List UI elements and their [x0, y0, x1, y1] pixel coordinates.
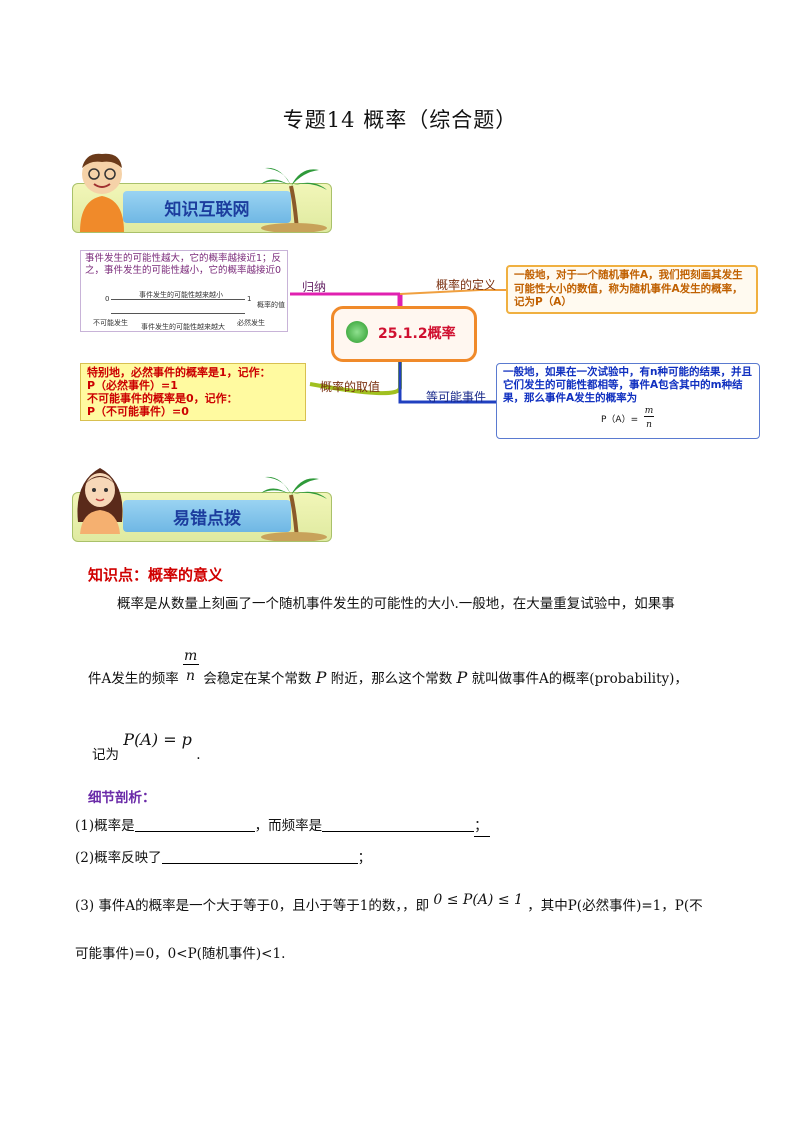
branch-equal-label: 等可能事件: [426, 390, 487, 404]
left-top-node: 事件发生的可能性越大，它的概率越接近1；反之，事件发生的可能性越小，它的概率越接…: [80, 250, 288, 332]
item1-part-c: ；: [474, 816, 491, 837]
certain-label: 必然发生: [237, 319, 265, 327]
item-3-continued: 可能事件)=0，0<P(随机事件)<1.: [75, 946, 286, 962]
para3-end: .: [196, 747, 201, 763]
equal-formula-left: P（A）=: [601, 415, 639, 425]
fraction-numerator: m: [184, 648, 198, 664]
para2-part-a: 件A发生的频率: [88, 671, 179, 687]
boy-cartoon-icon: [80, 153, 124, 232]
center-label: 25.1.2概率: [378, 326, 456, 342]
values-line-3: 不可能事件的概率是0，记作：: [87, 392, 238, 405]
fraction-denominator: n: [186, 668, 196, 684]
item-1: (1)概率是 ，而频率是 ；: [75, 816, 491, 837]
item-3: (3) 事件A的概率是一个大于等于0，且小于等于1的数，，即 0 ≤ P(A) …: [75, 892, 703, 916]
scale-line-bottom: [111, 313, 245, 314]
branch-values-label: 概率的取值: [320, 380, 381, 394]
definition-text: 一般地，对于一个随机事件A，我们把刻画其发生可能性大小的数值，称为随机事件A发生…: [514, 269, 743, 308]
equal-formula-den: n: [646, 420, 652, 430]
scale-top-label: 事件发生的可能性越来越小: [139, 291, 223, 299]
frequency-fraction: m n: [183, 648, 200, 688]
definition-node: 一般地，对于一个随机事件A，我们把刻画其发生可能性大小的数值，称为随机事件A发生…: [506, 265, 758, 314]
scale-one: 1: [247, 295, 252, 303]
blank-1[interactable]: [134, 817, 255, 832]
para2-part-d: 就叫做事件A的概率(probability)，: [471, 671, 688, 687]
paragraph-3: 记为 P(A) = p .: [92, 730, 201, 765]
blank-2[interactable]: [322, 817, 475, 832]
item2-part-a: (2)概率反映了: [75, 850, 162, 866]
fraction-bar: [183, 664, 200, 665]
item1-part-a: (1)概率是: [75, 818, 135, 834]
item2-part-b: ；: [357, 850, 372, 866]
item-2: (2)概率反映了 ；: [75, 848, 371, 868]
equal-events-text: 一般地，如果在一次试验中，有n种可能的结果，并且它们发生的可能性都相等，事件A包…: [503, 366, 752, 404]
equal-events-node: 一般地，如果在一次试验中，有n种可能的结果，并且它们发生的可能性都相等，事件A包…: [496, 363, 760, 439]
values-line-4: P（不可能事件）=0: [87, 405, 189, 418]
para2-part-c: 附近，那么这个常数: [330, 671, 453, 687]
mindmap-center-node: 25.1.2概率: [331, 306, 477, 362]
scale-line: [111, 299, 245, 300]
girl-cartoon-icon: [77, 468, 123, 534]
item3-part-b: ，其中P(必然事件)=1，P(不: [527, 898, 703, 914]
blank-3[interactable]: [161, 849, 358, 864]
connector-lines: [290, 289, 510, 404]
section-heading: 知识点：概率的意义: [88, 566, 224, 584]
range-formula: 0 ≤ P(A) ≤ 1: [433, 892, 523, 908]
values-node: 特别地，必然事件的概率是1，记作： P（必然事件）=1 不可能事件的概率是0，记…: [80, 363, 306, 421]
page-title: 专题14 概率（综合题）: [282, 108, 518, 132]
item1-part-b: ，而频率是: [254, 818, 323, 834]
values-line-1: 特别地，必然事件的概率是1，记作：: [87, 366, 271, 379]
probability-formula: P(A) = p: [123, 730, 192, 749]
constant-p-2: P: [456, 668, 468, 687]
palm-tree-icon: [261, 167, 327, 232]
green-ball-icon: [346, 321, 368, 343]
banner-label: 知识互联网: [164, 200, 250, 220]
probability-range-text: 事件发生的可能性越大，它的概率越接近1；反之，事件发生的可能性越小，它的概率越接…: [85, 253, 282, 276]
branch-definition-label: 概率的定义: [436, 278, 497, 292]
equal-formula-num: m: [644, 406, 654, 417]
banner-label: 易错点拨: [173, 509, 241, 529]
constant-p-1: P: [315, 668, 327, 687]
paragraph-1: 概率是从数量上刻画了一个随机事件发生的可能性的大小.一般地，在大量重复试验中，如…: [117, 596, 675, 612]
scale-bottom-label: 事件发生的可能性越来越大: [141, 323, 225, 331]
para3-part-a: 记为: [92, 747, 119, 763]
branch-summary-label: 归纳: [302, 280, 327, 294]
values-line-2: P（必然事件）=1: [87, 379, 178, 392]
item3-part-a: (3) 事件A的概率是一个大于等于0，且小于等于1的数，，即: [75, 898, 430, 914]
impossible-label: 不可能发生: [93, 319, 128, 327]
para2-part-b: 会稳定在某个常数: [203, 671, 312, 687]
paragraph-2: 件A发生的频率 m n 会稳定在某个常数 P 附近，那么这个常数 P 就叫做事件…: [88, 648, 688, 689]
palm-tree-icon: [261, 476, 327, 541]
scale-zero: 0: [105, 295, 110, 303]
scale-value-label: 概率的值: [257, 301, 285, 309]
analysis-heading: 细节剖析：: [88, 790, 156, 806]
